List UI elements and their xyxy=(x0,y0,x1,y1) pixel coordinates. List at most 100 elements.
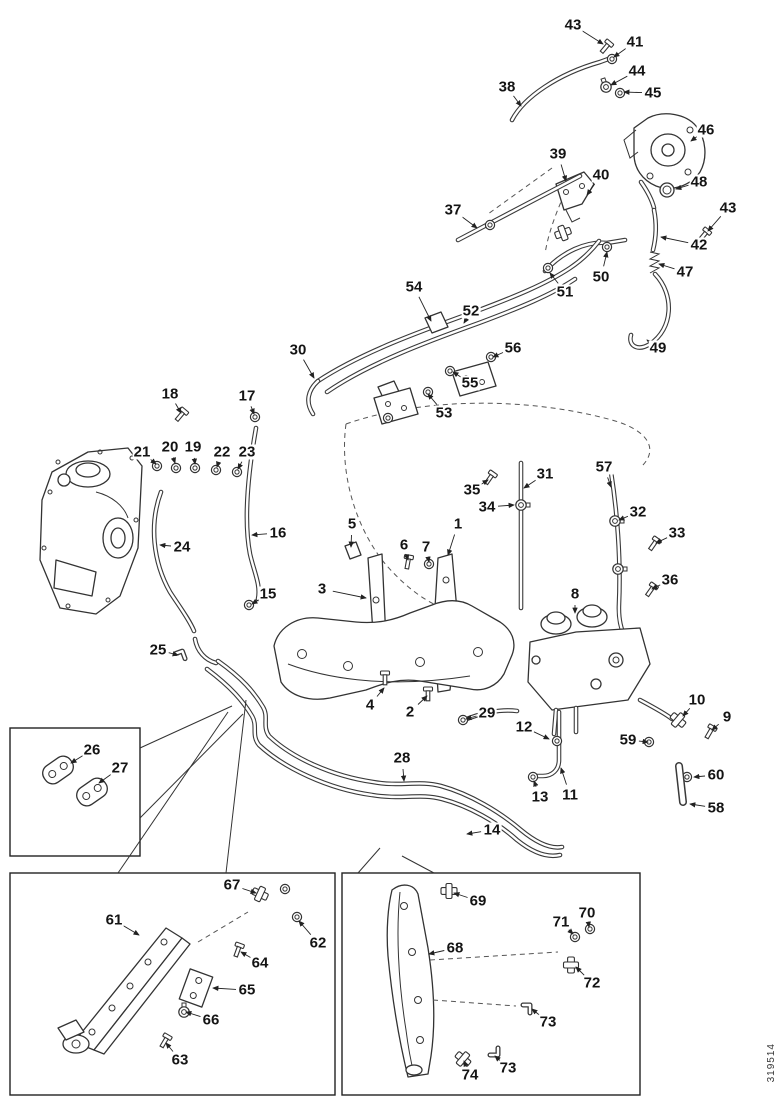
steering-gear-art xyxy=(39,447,143,615)
leader-15 xyxy=(251,598,259,605)
leader-69 xyxy=(453,892,468,898)
callout-64: 64 xyxy=(250,954,270,972)
leader-65 xyxy=(212,985,237,992)
leader-43b xyxy=(707,216,722,232)
callout-49: 49 xyxy=(648,339,668,357)
callout-5: 5 xyxy=(346,515,358,533)
inset-3-art xyxy=(386,882,596,1078)
leader-35 xyxy=(481,479,489,486)
inset-1-art xyxy=(42,755,108,807)
inset-box-1 xyxy=(9,727,141,857)
leader-1 xyxy=(447,534,456,556)
leader-67 xyxy=(242,888,257,894)
callout-66: 66 xyxy=(201,1011,221,1029)
leader-56 xyxy=(492,352,504,358)
callout-26: 26 xyxy=(82,741,102,759)
callout-9: 9 xyxy=(721,708,733,726)
leader-42 xyxy=(660,235,689,244)
lower-tubes-art xyxy=(207,661,562,856)
callout-54: 54 xyxy=(404,278,424,296)
leader-61 xyxy=(123,925,140,936)
upper-hose-assembly-art xyxy=(512,38,626,120)
leader-27 xyxy=(98,774,112,784)
callout-60: 60 xyxy=(706,766,726,784)
callout-48: 48 xyxy=(689,173,709,191)
leader-74 xyxy=(463,1060,469,1068)
leader-19 xyxy=(191,457,198,465)
leader-36 xyxy=(651,584,661,590)
callout-68: 68 xyxy=(445,939,465,957)
leader-32 xyxy=(618,515,629,521)
leader-63 xyxy=(165,1042,174,1052)
hydraulic-pump-art xyxy=(623,113,713,244)
support-bracket-art xyxy=(273,541,515,702)
leader-41 xyxy=(613,48,627,58)
callout-62: 62 xyxy=(308,934,328,952)
leader-29 xyxy=(465,714,477,721)
callout-27: 27 xyxy=(110,759,130,777)
leader-31 xyxy=(523,479,537,489)
callout-41: 41 xyxy=(625,33,645,51)
control-valve-art xyxy=(457,604,718,802)
leader-33 xyxy=(655,537,668,544)
leader-52 xyxy=(463,316,470,324)
callout-3: 3 xyxy=(316,580,328,598)
callout-65: 65 xyxy=(237,981,257,999)
callout-45: 45 xyxy=(643,84,663,102)
leader-21 xyxy=(150,458,157,465)
callout-25: 25 xyxy=(148,641,168,659)
leader-51 xyxy=(549,272,559,284)
leader-lines xyxy=(70,30,722,1068)
leader-16 xyxy=(251,531,268,538)
callout-18: 18 xyxy=(160,385,180,403)
callout-40: 40 xyxy=(591,166,611,184)
leader-54 xyxy=(418,296,432,322)
callout-73a: 73 xyxy=(538,1013,558,1031)
inset-boxes xyxy=(9,699,641,1096)
callout-73b: 73 xyxy=(498,1059,518,1077)
callout-61: 61 xyxy=(104,911,124,929)
callout-24: 24 xyxy=(172,538,192,556)
callout-38: 38 xyxy=(497,78,517,96)
leader-68 xyxy=(428,950,445,956)
leader-59 xyxy=(638,738,649,745)
callout-53: 53 xyxy=(434,404,454,422)
callout-56: 56 xyxy=(503,339,523,357)
callout-43a: 43 xyxy=(563,16,583,34)
callout-69: 69 xyxy=(468,892,488,910)
callout-2: 2 xyxy=(404,703,416,721)
leader-22 xyxy=(216,461,222,468)
leader-25 xyxy=(168,651,179,657)
leader-12 xyxy=(533,731,550,740)
leader-7 xyxy=(425,556,431,563)
leader-47 xyxy=(658,263,675,270)
inset-box-3 xyxy=(341,872,641,1096)
callout-74: 74 xyxy=(460,1066,480,1084)
callout-16: 16 xyxy=(268,524,288,542)
vertical-tubes-art xyxy=(481,463,663,649)
callout-11: 11 xyxy=(561,786,579,804)
callout-70: 70 xyxy=(577,904,597,922)
callout-23: 23 xyxy=(237,443,257,461)
leader-3 xyxy=(332,590,367,600)
leader-23 xyxy=(237,461,243,470)
callout-1: 1 xyxy=(452,515,464,533)
dashed-reference-art xyxy=(344,167,651,607)
leader-55 xyxy=(452,371,462,378)
callout-13: 13 xyxy=(530,788,550,806)
callout-14: 14 xyxy=(482,821,502,839)
callout-17: 17 xyxy=(237,387,257,405)
leader-10 xyxy=(682,708,691,717)
main-tubes-art xyxy=(308,241,599,425)
callout-71: 71 xyxy=(551,913,571,931)
leader-30 xyxy=(303,359,315,379)
callout-57: 57 xyxy=(594,458,614,476)
callout-28: 28 xyxy=(392,749,412,767)
drawing-number: 319514 xyxy=(766,1042,777,1082)
callout-35: 35 xyxy=(462,481,482,499)
leader-13 xyxy=(533,780,539,788)
callout-67: 67 xyxy=(222,876,242,894)
leader-37 xyxy=(461,216,478,229)
